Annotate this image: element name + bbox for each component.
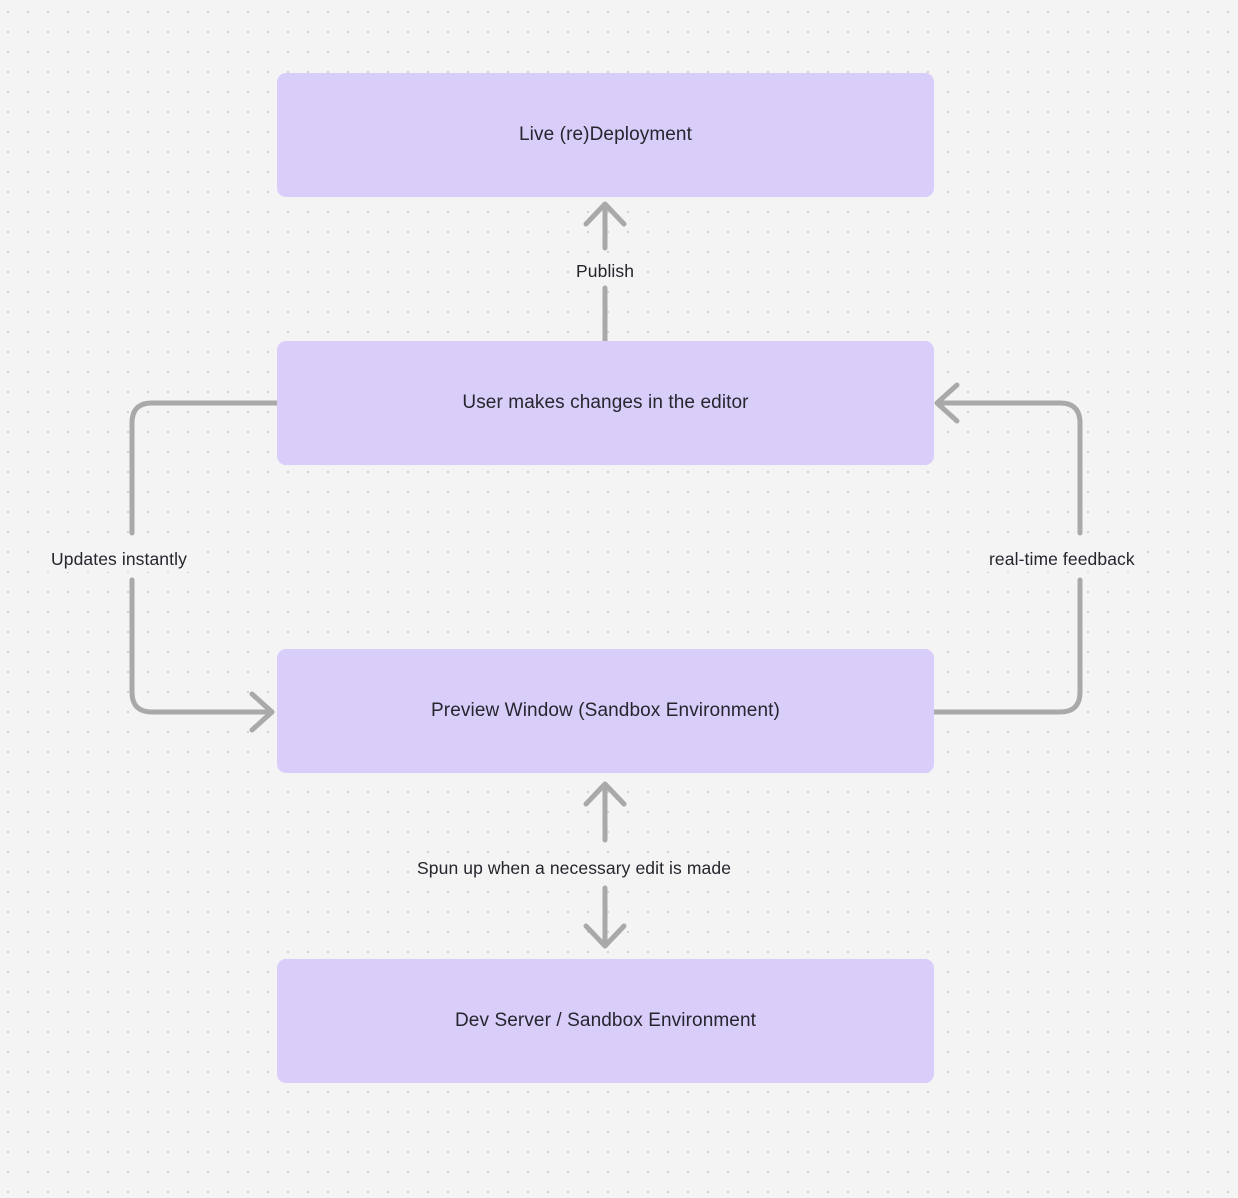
node-preview-window[interactable]: Preview Window (Sandbox Environment) xyxy=(277,649,934,773)
edge-label-publish: Publish xyxy=(569,258,642,284)
node-label: User makes changes in the editor xyxy=(462,392,749,413)
arrowhead-left-icon xyxy=(934,382,960,424)
node-user-makes-changes[interactable]: User makes changes in the editor xyxy=(277,341,934,465)
edge-label-updates-instantly: Updates instantly xyxy=(44,546,194,572)
node-live-redeployment[interactable]: Live (re)Deployment xyxy=(277,73,934,197)
arrowhead-up-icon xyxy=(583,781,627,807)
node-label: Live (re)Deployment xyxy=(519,124,692,145)
edge-label-spun-up: Spun up when a necessary edit is made xyxy=(410,855,739,881)
arrowhead-right-icon xyxy=(249,691,275,733)
edge-label-real-time-feedback: real-time feedback xyxy=(982,546,1142,572)
arrowhead-up-icon xyxy=(583,201,627,227)
arrowhead-down-icon xyxy=(583,923,627,949)
node-label: Dev Server / Sandbox Environment xyxy=(454,1010,756,1031)
node-dev-server[interactable]: Dev Server / Sandbox Environment xyxy=(277,959,934,1083)
node-label: Preview Window (Sandbox Environment) xyxy=(431,700,780,721)
